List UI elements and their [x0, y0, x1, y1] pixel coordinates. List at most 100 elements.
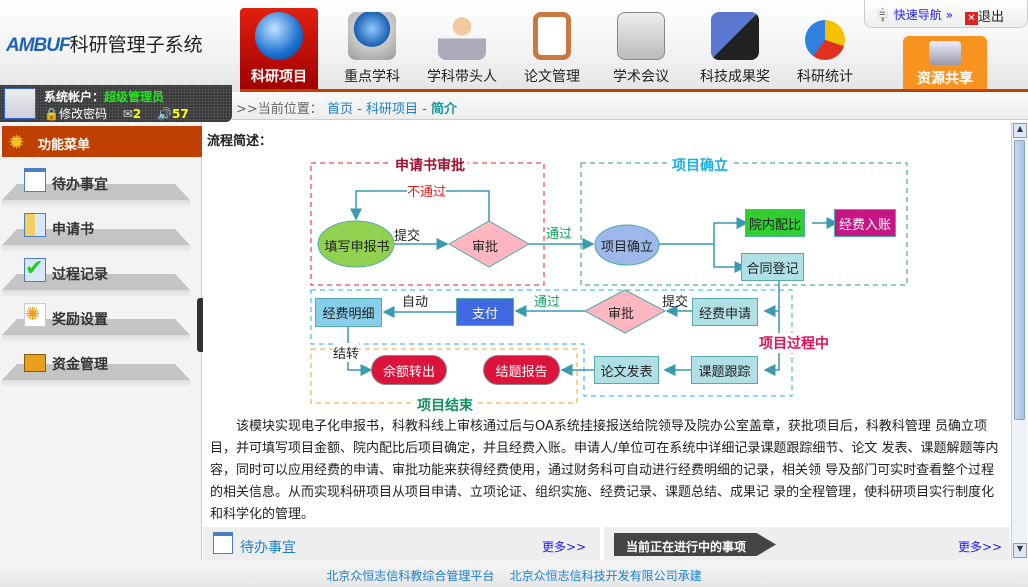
gear-icon: ✹ [8, 130, 25, 154]
todo-title: 待办事宜 [240, 540, 296, 556]
document-icon [24, 213, 46, 237]
nav-achievement-awards[interactable]: 科技成果奖 [691, 8, 779, 90]
toolbox-icon [24, 354, 46, 372]
chevron-down-icon: » [945, 8, 953, 22]
main-content: 流程简述： [203, 122, 1010, 560]
user-panel: 系统帐户：超级管理员 🔒修改密码 ✉2 🔊57 [0, 85, 232, 122]
node-paper: 论文发表 [594, 356, 659, 384]
node-establish-shape [594, 224, 660, 266]
node-detail: 经费明细 [315, 298, 382, 327]
nav-label: 学科带头人 [427, 69, 497, 85]
pencil-note-icon [213, 532, 233, 554]
node-ratio: 院内配比 [745, 209, 805, 237]
sidebar-collapse-handle[interactable] [197, 298, 203, 352]
edge-auto: 自动 [402, 295, 429, 310]
avatar [4, 88, 36, 119]
pencil-note-icon [24, 168, 46, 192]
sidebar-item-fund-management[interactable]: 资金管理 [0, 346, 200, 390]
group-apply-border [310, 162, 545, 286]
node-funds-in: 经费入账 [834, 209, 896, 237]
breadcrumb-home[interactable]: 首页 [326, 102, 353, 117]
edge-submit2: 提交 [662, 295, 689, 310]
logout-link[interactable]: ✕退出 [965, 6, 1004, 25]
settings-document-icon: ✺ [24, 303, 46, 327]
scroll-thumb[interactable] [1014, 140, 1025, 420]
breadcrumb-research-projects[interactable]: 科研项目 [365, 102, 418, 117]
notice-count: 57 [172, 107, 189, 121]
ongoing-title: 当前正在进行中的事项 [614, 533, 776, 556]
logout-label: 退出 [978, 10, 1005, 25]
sidebar-item-label: 奖励设置 [52, 312, 108, 328]
breadcrumb-prefix: 当前位置： [257, 102, 323, 117]
quick-nav-link[interactable]: 🪧 快速导航 » [875, 6, 953, 23]
header-divider [240, 89, 1028, 92]
edge-reject: 不通过 [407, 181, 447, 200]
sidebar-item-todo[interactable]: 待办事宜 [0, 166, 200, 210]
close-icon: ✕ [965, 12, 978, 25]
edge-pass1: 通过 [546, 227, 573, 242]
sidebar-item-label: 申请书 [52, 222, 94, 238]
nav-label: 学术会议 [613, 69, 669, 85]
nav-discipline-leaders[interactable]: 学科带头人 [418, 8, 506, 90]
nav-label: 论文管理 [524, 69, 580, 85]
nav-research-projects[interactable]: 科研项目 [240, 8, 318, 90]
sidebar-item-application[interactable]: 申请书 [0, 211, 200, 255]
node-approve1: 审批 [472, 240, 499, 255]
nav-resource-sharing[interactable]: 资源共享 [903, 36, 987, 90]
person-icon [438, 12, 486, 60]
edge-carry: 结转 [333, 343, 360, 362]
sidebar: ✹ 功能菜单 待办事宜 申请书 ✔过程记录 ✺ 奖励设置 资金管理 [0, 122, 202, 560]
todo-panel: 待办事宜 更多>> [203, 527, 600, 560]
mail-count: 2 [132, 107, 142, 121]
node-fund-apply: 经费申请 [692, 298, 758, 326]
notice-link[interactable]: 🔊57 [157, 107, 189, 121]
ongoing-more-link[interactable]: 更多>> [958, 540, 1003, 554]
module-description: 该模块实现电子化申报书，科教科线上审核通过后与OA系统挂接报送给院领导及院办公室… [210, 419, 999, 522]
nav-paper-management[interactable]: 论文管理 [508, 8, 596, 90]
node-fill-shape [317, 220, 395, 268]
node-establish: 项目确立 [600, 240, 653, 255]
sidebar-item-label: 过程记录 [52, 267, 108, 283]
mail-link[interactable]: ✉2 [123, 107, 141, 121]
pie-chart-icon [805, 20, 845, 60]
account-label: 系统帐户： [44, 90, 105, 104]
menu-header: ✹ 功能菜单 [2, 126, 202, 157]
sidebar-item-reward-settings[interactable]: ✺ 奖励设置 [0, 301, 200, 345]
sidebar-item-process-records[interactable]: ✔过程记录 [0, 256, 200, 300]
logo-brand: AMBUF [6, 35, 71, 56]
ongoing-panel: 当前正在进行中的事项 更多>> [604, 527, 1010, 560]
node-contract: 合同登记 [741, 253, 804, 281]
node-pay: 支付 [456, 298, 514, 326]
todo-more-link[interactable]: 更多>> [542, 540, 587, 554]
tablet-pen-icon [617, 12, 665, 60]
signpost-icon: 🪧 [875, 8, 890, 22]
nav-key-disciplines[interactable]: 重点学科 [328, 8, 416, 90]
change-password-link[interactable]: 🔒修改密码 [44, 107, 107, 121]
nav-academic-conferences[interactable]: 学术会议 [597, 8, 685, 90]
nav-research-statistics[interactable]: 科研统计 [781, 8, 869, 90]
speaker-icon: 🔊 [157, 107, 172, 121]
group-end-title: 项目结束 [415, 395, 475, 415]
menu-title: 功能菜单 [38, 138, 91, 153]
scroll-up-icon[interactable]: ▲ [1013, 123, 1027, 138]
top-links: 🪧 快速导航 » ✕退出 [864, 0, 1028, 28]
change-password-label: 修改密码 [58, 107, 107, 121]
edge-submit1: 提交 [394, 229, 421, 244]
scroll-down-icon[interactable]: ▼ [1013, 543, 1027, 558]
breadcrumb-sep: - [357, 102, 362, 117]
lock-icon: 🔒 [44, 107, 59, 121]
node-report: 结题报告 [483, 355, 560, 385]
account-name: 超级管理员 [104, 90, 165, 104]
content-scrollbar[interactable]: ▲ ▼ [1011, 122, 1027, 560]
logo-title: 科研管理子系统 [69, 34, 203, 56]
sidebar-item-label: 资金管理 [52, 357, 108, 373]
nav-label: 资源共享 [917, 71, 973, 87]
node-approve2: 审批 [608, 307, 635, 322]
group-establish-border [580, 162, 908, 286]
clipboard-icon [533, 12, 571, 60]
nav-label: 科研项目 [251, 69, 307, 85]
nav-label: 科技成果奖 [700, 69, 770, 85]
node-fill: 填写申报书 [324, 240, 390, 255]
quick-nav-label: 快速导航 [893, 8, 942, 22]
